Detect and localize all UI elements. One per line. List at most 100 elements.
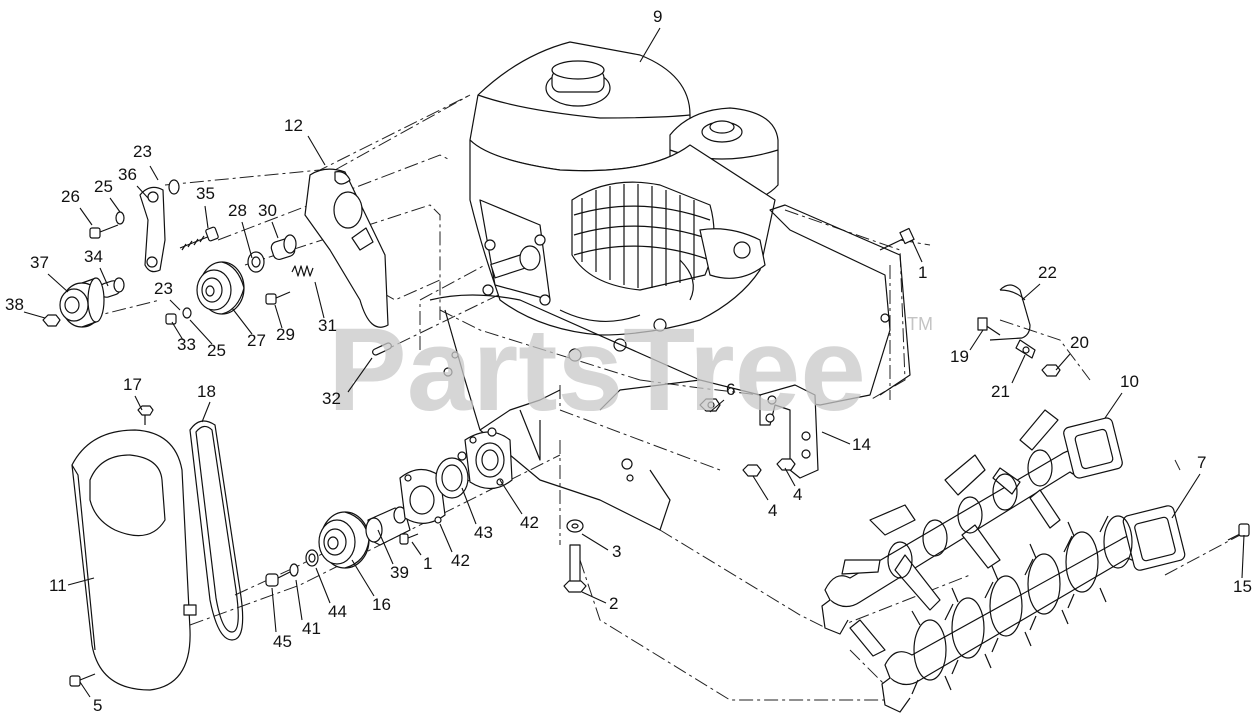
callout-number: 25 [94, 177, 113, 196]
belt-18 [189, 420, 244, 641]
pulley-27 [196, 261, 245, 315]
nut-20 [1041, 364, 1061, 377]
bolt-45 [265, 571, 291, 587]
engine [469, 41, 779, 362]
callout-number: 34 [84, 247, 103, 266]
nuts-4 [742, 458, 796, 477]
spring-31 [291, 265, 314, 277]
callout-c32: 32 [322, 357, 373, 408]
callout-number: 7 [1197, 453, 1206, 472]
leader-line [241, 221, 253, 259]
leader-line [499, 479, 523, 515]
flange-42-upper [464, 427, 513, 490]
callout-number: 12 [284, 116, 303, 135]
screw-5 [69, 673, 96, 687]
callout-c16: 16 [351, 559, 391, 614]
callout-c44: 44 [315, 567, 347, 621]
callout-c11: 11 [49, 576, 95, 595]
idler-arm-36 [139, 186, 166, 273]
callout-c4b: 4 [784, 467, 802, 504]
leader-line [639, 27, 661, 63]
callout-c45: 45 [271, 587, 292, 651]
link-21 [1015, 339, 1036, 359]
callout-c5: 5 [79, 681, 102, 715]
callout-c9: 9 [639, 7, 662, 63]
watermark: PartsTree TM [328, 304, 933, 436]
leader-line [204, 205, 209, 229]
callout-number: 14 [852, 435, 871, 454]
leader-line [314, 281, 325, 319]
leader-line [67, 577, 95, 586]
callout-c23a: 23 [133, 142, 159, 181]
callout-number: 31 [318, 316, 337, 335]
callout-c42a: 42 [499, 479, 539, 532]
callout-c39: 39 [377, 529, 409, 582]
callout-c26: 26 [61, 187, 93, 226]
callout-number: 15 [1233, 577, 1252, 596]
callout-c21: 21 [991, 354, 1026, 401]
plate-12 [304, 168, 389, 328]
washer-3 [566, 519, 584, 533]
callout-number: 30 [258, 201, 277, 220]
frame [429, 204, 911, 531]
pulley-16 [318, 511, 370, 569]
leader-line [201, 401, 211, 423]
leader-line [1021, 283, 1041, 301]
bolt-1-upper [879, 227, 915, 251]
leader-line [149, 165, 159, 181]
washer-44 [305, 549, 319, 567]
leader-line [709, 399, 725, 413]
leader-line [169, 299, 181, 311]
leader-line [439, 523, 453, 553]
callout-c35: 35 [196, 184, 215, 229]
washer-41 [289, 563, 299, 577]
leader-line [99, 267, 109, 287]
callout-c1a: 1 [911, 239, 927, 282]
callout-number: 17 [123, 375, 142, 394]
bolt-29 [265, 291, 291, 305]
washer-28 [247, 251, 265, 273]
leader-line [189, 319, 213, 345]
leader-line [581, 533, 609, 551]
leader-line [1241, 534, 1245, 579]
callout-number: 28 [228, 201, 247, 220]
leader-line [752, 475, 769, 501]
callout-number: 29 [276, 325, 295, 344]
leader-line [784, 467, 796, 487]
leader-line [171, 321, 184, 341]
callout-number: 43 [474, 523, 493, 542]
callout-c34: 34 [84, 247, 109, 287]
bolt-2 [563, 544, 587, 593]
leader-line [315, 567, 331, 604]
callout-c15: 15 [1233, 534, 1252, 596]
callout-number: 4 [793, 485, 802, 504]
callout-c27: 27 [231, 307, 266, 350]
callout-number: 19 [950, 347, 969, 366]
leader-line [109, 197, 121, 213]
bracket-14 [759, 384, 819, 479]
spike-rotor-7 [881, 505, 1186, 713]
leader-line [821, 431, 851, 445]
callout-c41: 41 [295, 579, 321, 638]
callout-number: 27 [247, 331, 266, 350]
trademark-text: TM [907, 314, 933, 334]
callout-number: 33 [177, 335, 196, 354]
bolt-33 [165, 307, 192, 325]
callout-number: 6 [726, 380, 735, 399]
callout-number: 11 [49, 576, 67, 595]
leader-line [47, 273, 69, 293]
callout-c38: 38 [5, 295, 46, 319]
callout-c6: 6 [709, 380, 735, 413]
callout-number: 1 [918, 263, 927, 282]
leader-line [911, 239, 923, 263]
leader-line [271, 221, 279, 239]
watermark-text: PartsTree [328, 304, 866, 436]
callout-c33: 33 [171, 321, 196, 354]
callout-c28: 28 [228, 201, 253, 259]
leader-line [295, 579, 303, 621]
callout-c37: 37 [30, 253, 69, 293]
washer-23-top [168, 179, 180, 195]
leader-line [1055, 353, 1071, 371]
leader-line [347, 357, 373, 393]
